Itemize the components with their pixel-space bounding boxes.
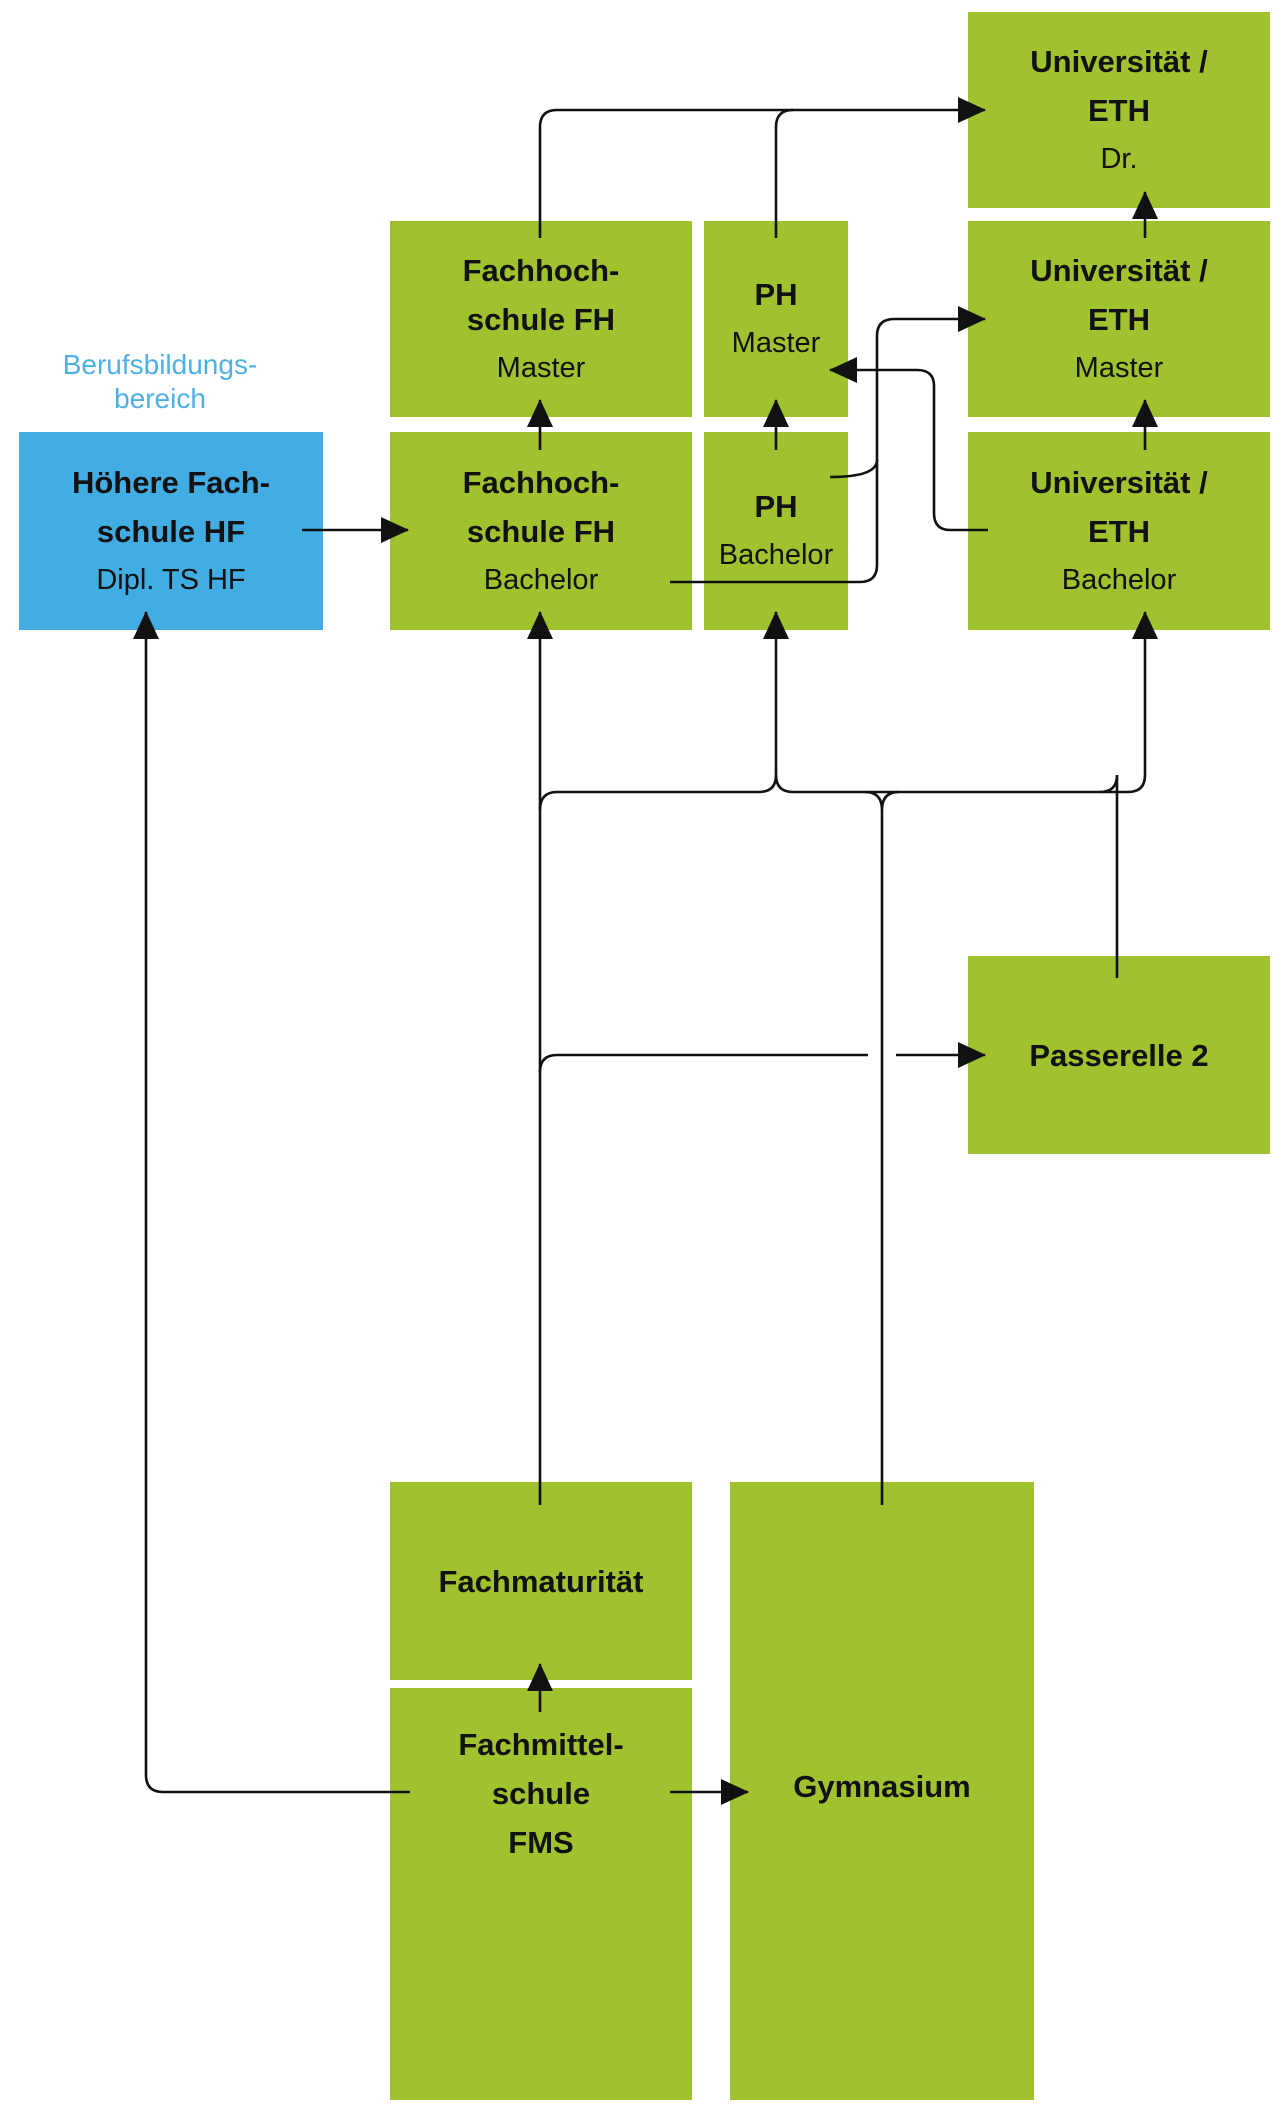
box-fachhochschule-master: Fachhoch- schule FH Master: [390, 221, 692, 417]
box-universitaet-eth-bachelor: Universität / ETH Bachelor: [968, 432, 1270, 630]
box-title: Universität / ETH: [1030, 464, 1208, 549]
connector-ph-bachelor-to-uni-master: [829, 306, 986, 479]
box-subtitle: Dipl. TS HF: [96, 563, 246, 596]
box-passerelle-2: Passerelle 2: [968, 956, 1270, 1154]
box-title: PH: [754, 277, 798, 312]
box-subtitle: Master: [731, 327, 821, 359]
box-title: Gymnasium: [793, 1769, 971, 1804]
connector-gymnasium-up: [864, 790, 900, 1505]
box-fachhochschule-bachelor: Fachhoch- schule FH Bachelor: [390, 432, 692, 630]
box-title: Fachmaturität: [438, 1563, 644, 1599]
connector-uni-bachelor-to-ph-master: [829, 357, 988, 532]
box-title: Fachmittel- schule FMS: [458, 1727, 624, 1860]
box-subtitle: Master: [496, 351, 586, 384]
box-subtitle: Master: [1074, 351, 1164, 384]
box-title: Passerelle 2: [1029, 1037, 1209, 1073]
box-subtitle: Bachelor: [483, 563, 599, 596]
box-fachmaturitaet: Fachmaturität: [390, 1482, 692, 1680]
connector-passerelle-to-uni-bachelor: [1099, 774, 1119, 978]
box-ph-master: PH Master: [704, 221, 848, 417]
box-universitaet-eth-master: Universität / ETH Master: [968, 221, 1270, 417]
box-universitaet-eth-dr: Universität / ETH Dr.: [968, 12, 1270, 208]
connector-fh-master-to-uni-dr: [538, 97, 986, 238]
box-title: Universität / ETH: [1030, 43, 1208, 128]
box-title: Fachhoch- schule FH: [462, 252, 620, 337]
box-ph-bachelor: PH Bachelor: [704, 432, 848, 630]
connector-ph-master-to-uni-dr: [774, 108, 794, 238]
box-subtitle: Dr.: [1100, 142, 1138, 175]
box-title: Höhere Fach- schule HF: [71, 464, 271, 549]
connector-fms-to-hf: [133, 611, 410, 1794]
connector-branch-to-uni-bachelor: [774, 611, 1158, 794]
box-fachmittelschule-fms: Fachmittel- schule FMS: [390, 1688, 692, 2100]
box-subtitle: Bachelor: [1061, 563, 1177, 596]
connector-branch-to-ph-bachelor: [538, 611, 789, 811]
category-label-berufsbildung: Berufsbildungs- bereich: [62, 349, 258, 414]
box-title: Universität / ETH: [1030, 252, 1208, 337]
box-title: Fachhoch- schule FH: [462, 464, 620, 549]
box-hoehere-fachschule-hf: Höhere Fach- schule HF Dipl. TS HF: [19, 432, 323, 630]
box-subtitle: Bachelor: [718, 539, 834, 571]
box-title: PH: [754, 489, 798, 524]
connector-fachmaturitaet-to-passerelle: [538, 1055, 985, 1072]
box-gymnasium: Gymnasium: [730, 1482, 1034, 2100]
